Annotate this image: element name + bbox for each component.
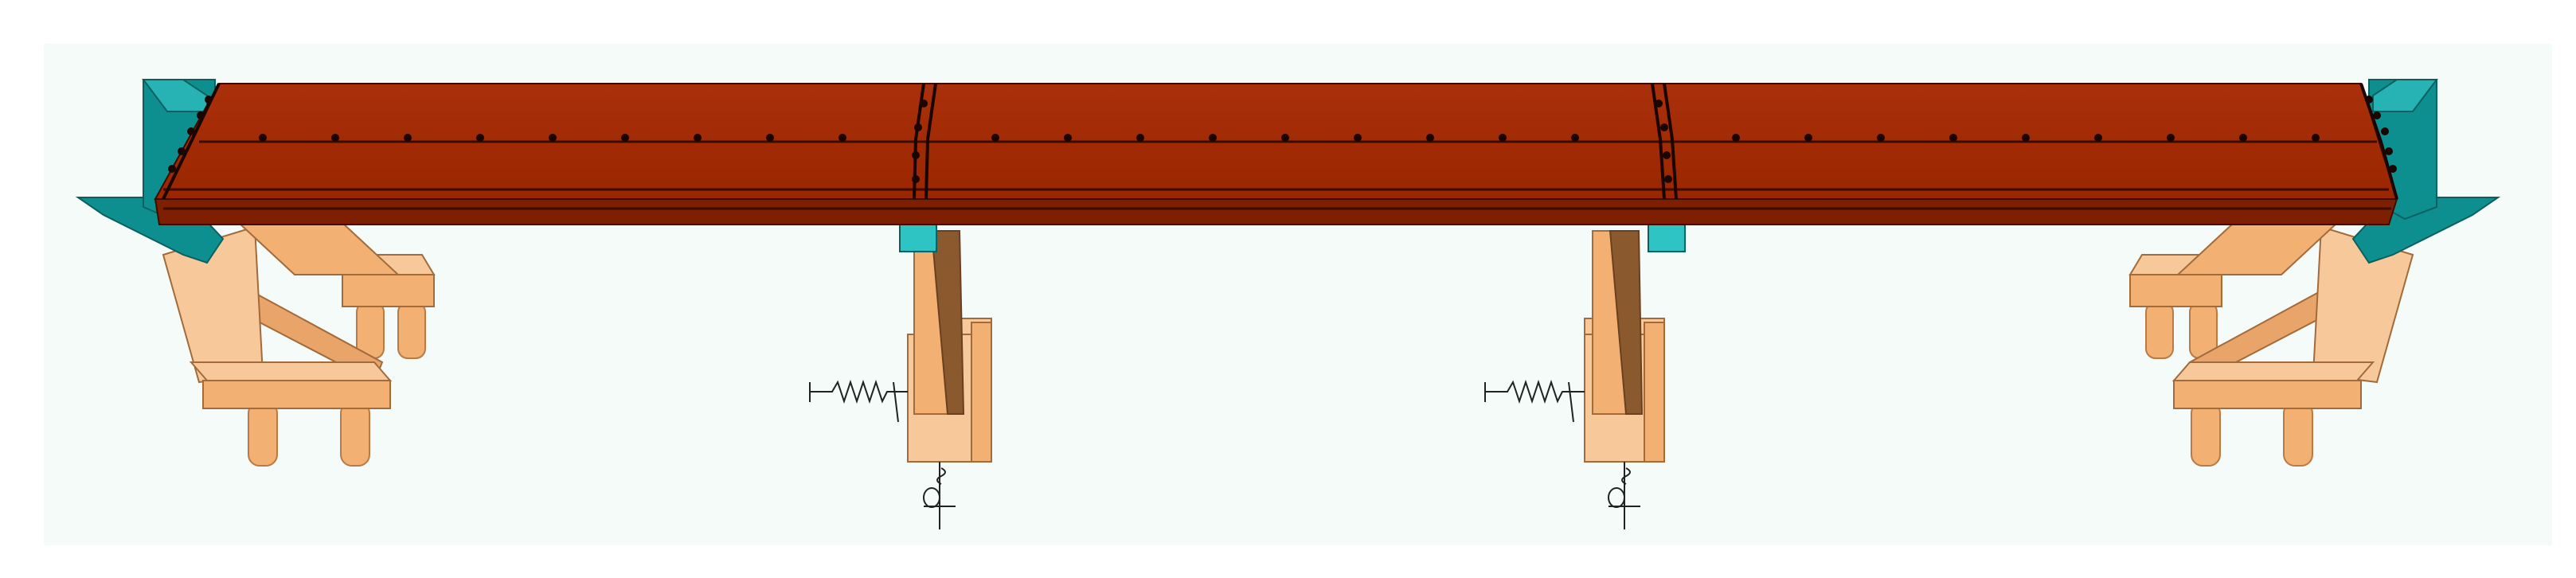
pier-2-rotational-spring (1608, 462, 1640, 529)
deck-node-marker (1499, 134, 1507, 142)
deck-node-marker (2312, 134, 2320, 142)
deck-node-marker (331, 134, 339, 142)
joint-bolts (168, 96, 2397, 183)
deck-node-marker (838, 134, 846, 142)
deck-node-marker (1354, 134, 1362, 142)
deck-node-marker (1732, 134, 1740, 142)
left-abutment-piles (248, 302, 426, 467)
deck-node-marker (1804, 134, 1812, 142)
deck-side-face (154, 198, 2398, 225)
deck-node-marker (404, 134, 412, 142)
deck-node-marker (1136, 134, 1144, 142)
deck-node-marker (476, 134, 484, 142)
deck-node-marker (766, 134, 774, 142)
deck-node-marker (1949, 134, 1957, 142)
pier-2 (1484, 221, 1686, 529)
deck-node-marker (2239, 134, 2247, 142)
deck-node-markers (259, 134, 2320, 142)
deck-node-marker (1426, 134, 1434, 142)
right-abutment-front-cap (2171, 361, 2375, 381)
deck-node-marker (259, 134, 267, 142)
right-abutment (2128, 79, 2501, 467)
pier-1-lateral-spring (809, 379, 908, 423)
deck-girder-lines (163, 140, 2391, 210)
deck-node-marker (621, 134, 629, 142)
deck-node-marker (2094, 134, 2102, 142)
pier-1 (809, 221, 992, 529)
superstructure-deck (154, 83, 2398, 225)
left-abutment-top-wing (142, 79, 208, 112)
deck-node-marker (694, 134, 702, 142)
right-abutment-top-wing (2372, 79, 2438, 112)
deck-node-marker (1877, 134, 1885, 142)
pier-2-bearing (1648, 221, 1686, 252)
pier-1-bearing (899, 221, 937, 252)
deck-node-marker (1064, 134, 1072, 142)
right-abutment-piles (2145, 302, 2313, 467)
deck-node-marker (2167, 134, 2175, 142)
left-abutment-front-cap (189, 361, 393, 381)
deck-node-marker (549, 134, 557, 142)
deck-node-marker (991, 134, 999, 142)
deck-node-marker (1281, 134, 1289, 142)
deck-node-marker (2022, 134, 2030, 142)
deck-node-marker (1209, 134, 1217, 142)
pier-2-lateral-spring (1484, 379, 1585, 423)
pier-1-rotational-spring (923, 462, 956, 529)
deck-node-marker (1571, 134, 1579, 142)
